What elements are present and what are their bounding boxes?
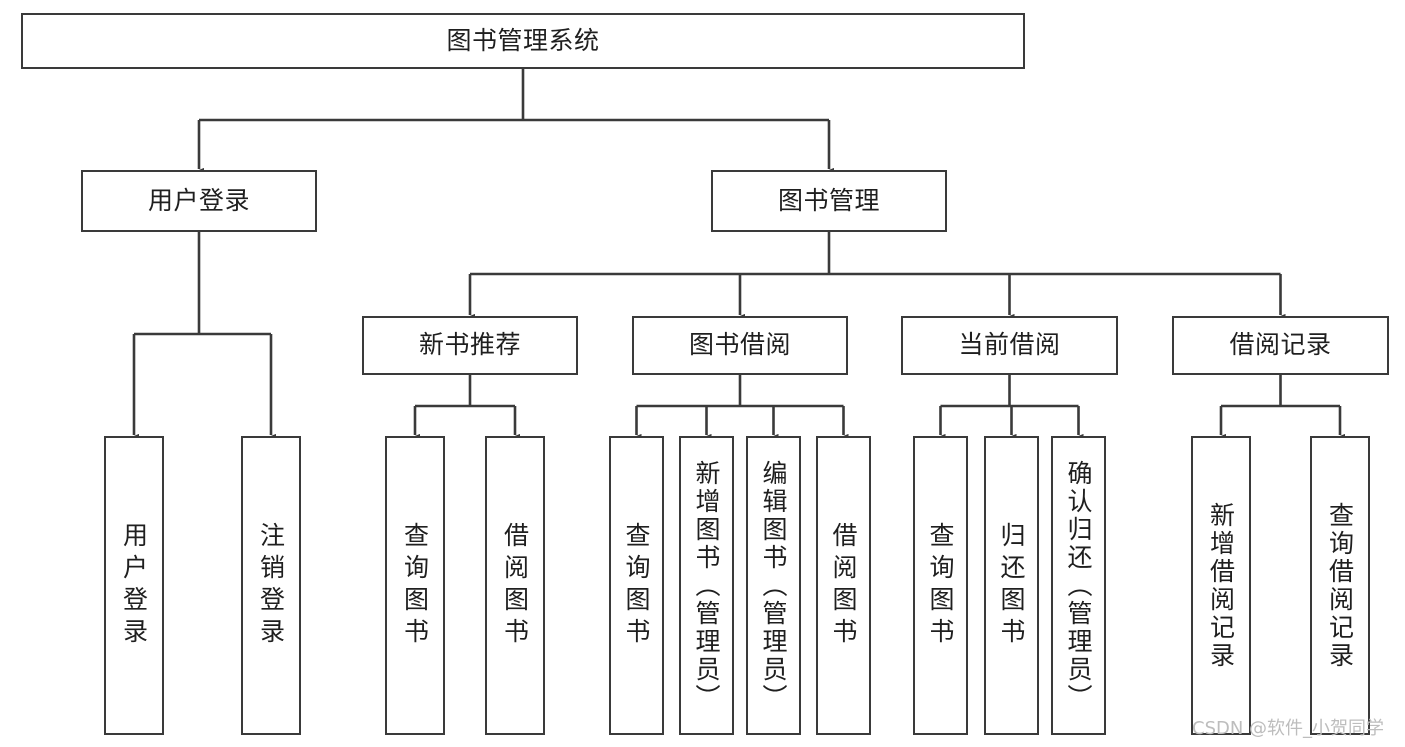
node-borrow-record: 借阅记录	[1172, 316, 1389, 375]
node-label: 图书管理系统	[446, 25, 600, 55]
node-label: 借阅记录	[1229, 330, 1332, 360]
node-label: 查询图书	[622, 521, 651, 650]
node-leaf-borrow-book-1: 借阅图书	[485, 436, 545, 735]
node-leaf-query-record: 查询借阅记录	[1310, 436, 1370, 735]
node-label: 查询借阅记录	[1325, 501, 1355, 670]
node-root: 图书管理系统	[21, 13, 1025, 69]
node-current-borrow: 当前借阅	[901, 316, 1118, 375]
node-user-login: 用户登录	[81, 170, 317, 232]
node-label: 查询图书	[400, 521, 430, 650]
node-label: 编辑图书（管理员）	[759, 459, 788, 712]
node-label: 注销登录	[256, 521, 286, 650]
node-label: 借阅图书	[500, 521, 530, 650]
node-leaf-query-book-2: 查询图书	[609, 436, 664, 735]
node-label: 借阅图书	[829, 521, 858, 650]
node-leaf-edit-book: 编辑图书（管理员）	[746, 436, 801, 735]
node-label: 新增借阅记录	[1206, 501, 1236, 670]
node-new-book-rec: 新书推荐	[362, 316, 578, 375]
node-label: 查询图书	[926, 521, 955, 650]
node-leaf-confirm-ret: 确认归还（管理员）	[1051, 436, 1106, 735]
node-leaf-user-login: 用户登录	[104, 436, 164, 735]
node-leaf-add-book: 新增图书（管理员）	[679, 436, 734, 735]
node-label: 图书管理	[777, 185, 880, 215]
node-leaf-return-book: 归还图书	[984, 436, 1039, 735]
node-label: 确认归还（管理员）	[1064, 459, 1093, 712]
node-leaf-user-logout: 注销登录	[241, 436, 301, 735]
node-leaf-add-record: 新增借阅记录	[1191, 436, 1251, 735]
node-label: 归还图书	[997, 521, 1026, 650]
node-leaf-query-book-1: 查询图书	[385, 436, 445, 735]
node-label: 用户登录	[147, 185, 250, 215]
watermark: CSDN @软件_小贺同学	[1192, 718, 1385, 739]
node-label: 当前借阅	[958, 330, 1061, 360]
node-label: 用户登录	[119, 521, 149, 650]
node-label: 新书推荐	[418, 330, 521, 360]
node-leaf-query-book-3: 查询图书	[913, 436, 968, 735]
node-book-manage: 图书管理	[711, 170, 947, 232]
node-book-borrow: 图书借阅	[632, 316, 848, 375]
node-label: 新增图书（管理员）	[692, 459, 721, 712]
node-leaf-borrow-book-2: 借阅图书	[816, 436, 871, 735]
node-label: 图书借阅	[688, 330, 791, 360]
